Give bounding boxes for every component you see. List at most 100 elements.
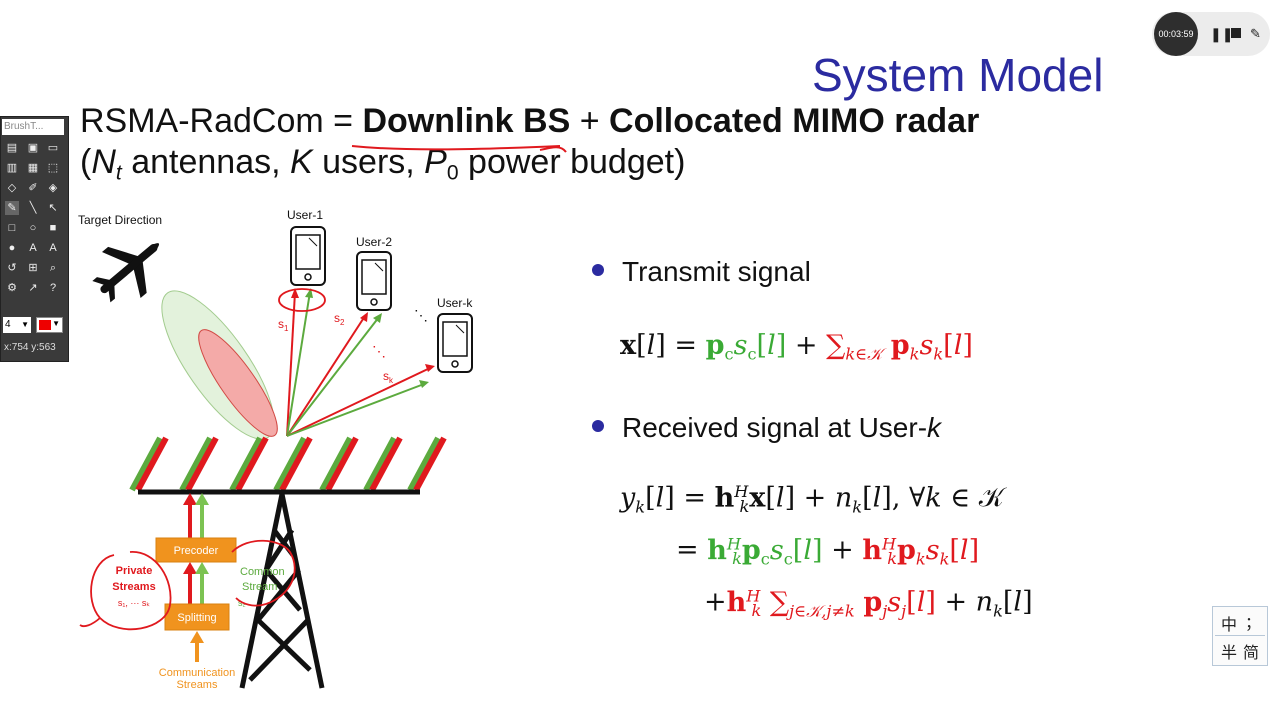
- s1-circle-annotation: [278, 288, 326, 312]
- font-icon[interactable]: A: [49, 242, 57, 254]
- comm-streams-label-1: Communication: [159, 667, 235, 679]
- eraser-icon[interactable]: ◇: [7, 182, 17, 194]
- equation-transmit: x[l] = pcsc[l] + ∑k∈𝒦 pksk[l]: [620, 330, 973, 364]
- paren-open: (: [80, 143, 92, 181]
- heading-line-1: RSMA-RadCom = Downlink BS + Collocated M…: [80, 102, 979, 141]
- underline-annotation: [351, 145, 561, 151]
- settings-icon[interactable]: ⚙: [7, 282, 17, 294]
- bullet-dot-icon: [592, 420, 604, 432]
- heading-plus: +: [570, 102, 610, 140]
- recording-timer: 00:03:59: [1154, 12, 1198, 56]
- brush-toolbox-title: BrushT...: [2, 119, 64, 135]
- paste-icon[interactable]: ▥: [6, 162, 18, 174]
- bullet-1-text: Transmit signal: [622, 256, 811, 287]
- antenna-array: [129, 436, 447, 492]
- ime-status-widget[interactable]: 中 ； 半 简: [1212, 606, 1268, 666]
- bullet-transmit-signal: Transmit signal: [592, 256, 811, 288]
- radar-beam-inner: [198, 329, 278, 437]
- filled-rect-icon[interactable]: ■: [49, 222, 57, 234]
- splitting-label: Splitting: [177, 612, 216, 624]
- pause-icon[interactable]: ❚❚: [1210, 26, 1234, 42]
- heading-line-2: (Nt antennas, K users, P0 power budget): [80, 143, 685, 185]
- grid-icon[interactable]: ⊞: [28, 262, 38, 274]
- precoder-label: Precoder: [174, 545, 219, 557]
- tool-grid: ▤ ▣ ▭ ▥ ▦ ⬚ ◇ ✐ ◈ ✎ ╲ ↖ □ ○ ■ ● A A ↺ ⊞ …: [0, 140, 67, 310]
- s1-label: s1: [278, 317, 289, 333]
- ellipse-icon[interactable]: ○: [29, 222, 37, 234]
- color-swatch: [39, 320, 51, 330]
- beam-arrows: [286, 288, 435, 437]
- slide-title: System Model: [812, 49, 1104, 101]
- equation-received-line-1: yk[l] = hHkx[l] + nk[l], ∀k ∈ 𝒦: [620, 482, 1004, 517]
- undo-icon[interactable]: ↺: [7, 262, 17, 274]
- nt-symbol: N: [91, 143, 116, 181]
- user-k-label: User-k: [437, 296, 473, 310]
- underline-tail-annotation: [539, 146, 567, 153]
- private-streams-label-3: s₁, ··· sₖ: [118, 598, 151, 608]
- equation-received-line-3: +hHk ∑j∈𝒦,j≠k pjsj[l] + nk[l]: [704, 586, 1033, 621]
- text-icon[interactable]: A: [29, 242, 37, 254]
- brush-size-select[interactable]: 4▼: [3, 317, 31, 333]
- arrow-icon[interactable]: ↖: [48, 202, 58, 214]
- help-icon[interactable]: ?: [49, 282, 57, 294]
- user-2-label: User-2: [356, 235, 392, 249]
- private-circle-tail-annotation: [79, 617, 101, 628]
- zoom-icon[interactable]: ⌕: [49, 262, 57, 274]
- filled-ellipse-icon[interactable]: ●: [8, 242, 16, 254]
- ime-simplified-toggle[interactable]: 简: [1243, 645, 1260, 662]
- pen-icon[interactable]: ✎: [1250, 26, 1261, 41]
- p-symbol: P: [424, 143, 447, 181]
- system-diagram: Target Direction User-1 User-2 User-k ⋱: [78, 208, 473, 691]
- s2-label: s2: [334, 311, 345, 327]
- bullet-received-signal: Received signal at User-k: [592, 412, 941, 444]
- open-file-icon[interactable]: ▤: [6, 142, 18, 154]
- common-stream-label-1: Common: [240, 566, 285, 578]
- chevron-down-icon: ▼: [52, 319, 60, 328]
- k-symbol: K: [290, 143, 313, 181]
- nt-subscript: t: [115, 161, 122, 185]
- bullet-dot-icon: [592, 264, 604, 276]
- heading-term-downlink: Downlink BS: [362, 102, 571, 140]
- user-1-label: User-1: [287, 208, 323, 222]
- antennas-text: antennas,: [121, 143, 290, 181]
- beams-ellipsis: ⋱: [372, 343, 386, 359]
- users-ellipsis: ⋱: [414, 307, 428, 323]
- fill-icon[interactable]: ◈: [48, 182, 58, 194]
- pencil-icon[interactable]: ✎: [5, 201, 19, 215]
- pointer-icon[interactable]: ↗: [28, 282, 38, 294]
- bullet-2-k: k: [927, 412, 942, 443]
- dropper-icon[interactable]: ✐: [28, 182, 38, 194]
- comm-streams-label-2: Streams: [177, 679, 218, 691]
- budget-text: power budget): [458, 143, 686, 181]
- copy-icon[interactable]: ▦: [27, 162, 39, 174]
- private-streams-label-1: Private: [116, 565, 153, 577]
- heading-term-radar: Collocated MIMO radar: [609, 102, 980, 140]
- airplane-icon: [92, 243, 160, 303]
- brush-color-select[interactable]: ▼: [36, 317, 63, 333]
- save-icon[interactable]: ▣: [27, 142, 39, 154]
- screen-icon[interactable]: ▭: [47, 142, 59, 154]
- chevron-down-icon: ▼: [21, 320, 29, 329]
- ime-width-toggle[interactable]: 半: [1221, 645, 1238, 662]
- stop-icon[interactable]: [1231, 28, 1241, 38]
- equation-received-line-2: = hHkpcsc[l] + hHkpksk[l]: [676, 534, 980, 569]
- ime-chinese-toggle[interactable]: 中: [1221, 617, 1238, 634]
- select-icon[interactable]: ⬚: [47, 162, 59, 174]
- target-direction-label: Target Direction: [78, 213, 162, 227]
- heading-prefix: RSMA-RadCom =: [80, 102, 363, 140]
- private-circle-annotation: [90, 551, 172, 631]
- rectangle-icon[interactable]: □: [8, 222, 16, 234]
- cursor-coordinates: x:754 y:563: [4, 342, 56, 353]
- common-circle-annotation: [231, 539, 296, 607]
- p-subscript: 0: [446, 161, 459, 185]
- sk-label: sk: [383, 369, 394, 385]
- line-icon[interactable]: ╲: [29, 202, 37, 214]
- tower-icon: [239, 493, 325, 689]
- bullet-2-text: Received signal at User-: [622, 412, 928, 443]
- ime-punctuation-toggle[interactable]: ；: [1245, 615, 1262, 632]
- common-stream-label-2: Stream: [242, 581, 277, 593]
- private-streams-label-2: Streams: [112, 581, 155, 593]
- user-2-phone-icon: [356, 251, 392, 311]
- user-k-phone-icon: [437, 313, 473, 373]
